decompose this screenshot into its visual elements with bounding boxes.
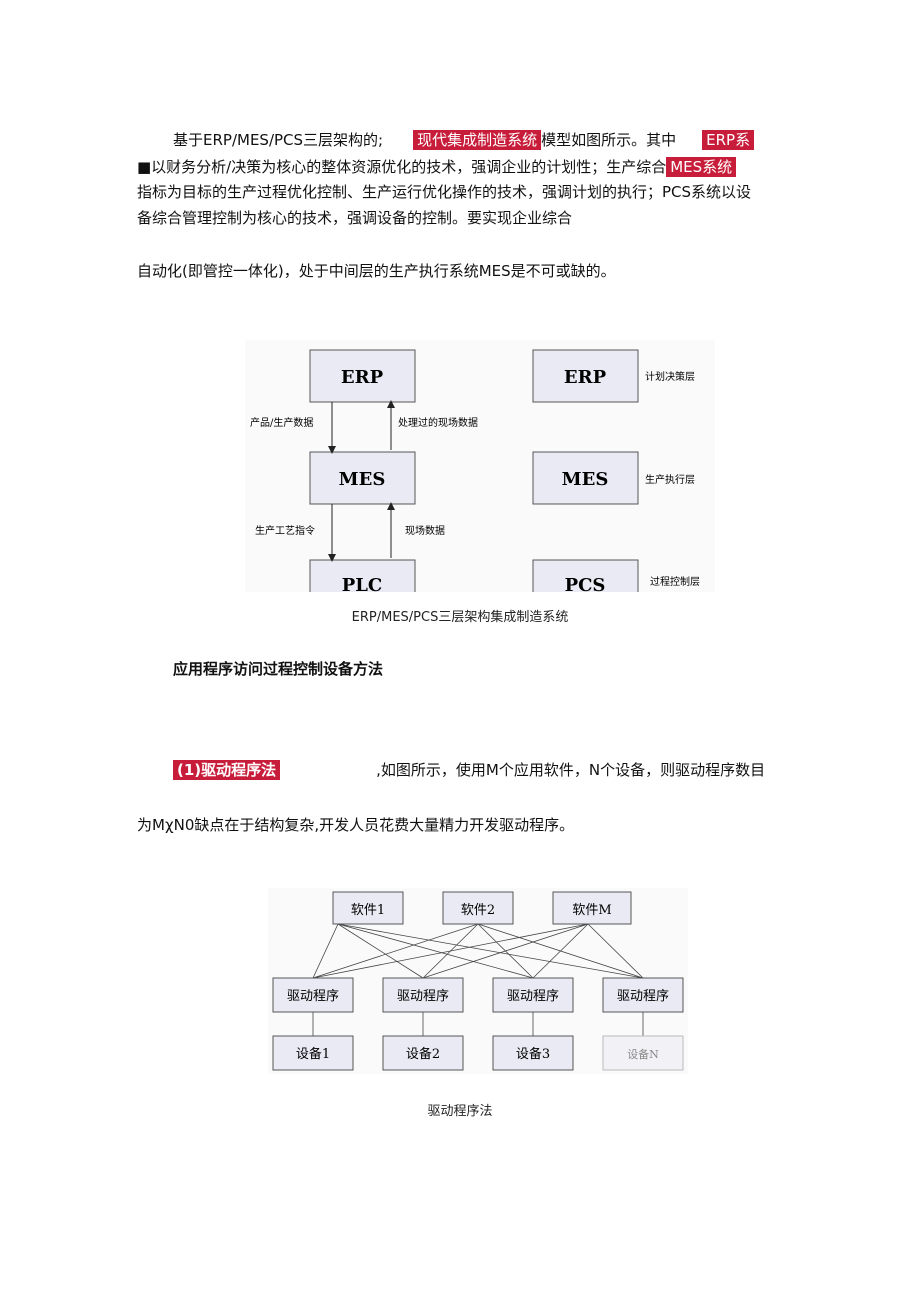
device-n-label: 设备N — [627, 1047, 659, 1061]
driver-2-label: 驱动程序 — [397, 989, 449, 1004]
box-software-1 — [332, 891, 404, 925]
layer-planning: 计划决策层 — [645, 370, 695, 383]
highlight-erp: ERP系 — [702, 130, 755, 150]
box-device-n — [602, 1035, 684, 1071]
box-pcs-right — [532, 559, 639, 592]
label-field-data: 现场数据 — [405, 524, 445, 537]
box-device-2 — [382, 1035, 464, 1071]
device-3-label: 设备3 — [516, 1046, 550, 1062]
highlight-driver-method: (1)驱动程序法 — [173, 760, 281, 780]
section-heading: 应用程序访问过程控制设备方法 — [173, 660, 384, 678]
box-device-1 — [272, 1035, 354, 1071]
para1-line3: 指标为目标的生产过程优化控制、生产运行优化操作的技术，强调计划的执行；PCS系统… — [137, 183, 752, 201]
box-mes-left-label: MES — [339, 469, 386, 490]
box-driver-1 — [272, 977, 354, 1013]
figure2-caption: 驱动程序法 — [427, 1104, 493, 1119]
box-erp-left-label: ERP — [341, 367, 384, 388]
figure-driver-method: 软件1 软件2 软件M 驱动程序 驱动程序 驱动程序 驱动程序 设备1 设备2 … — [268, 888, 688, 1074]
box-driver-4 — [602, 977, 684, 1013]
box-driver-3 — [492, 977, 574, 1013]
box-erp-left — [309, 349, 416, 403]
box-mes-left — [309, 451, 416, 505]
para2-line1: (1)驱动程序法 ,如图所示，使用M个应用软件，N个设备，则驱动程序数目 — [173, 760, 765, 780]
driver-4-label: 驱动程序 — [617, 989, 669, 1004]
layer-execution: 生产执行层 — [645, 473, 695, 486]
layer-process-control: 过程控制层 — [650, 575, 700, 588]
para1-line5: 自动化(即管控一体化)，处于中间层的生产执行系统MES是不可或缺的。 — [137, 262, 616, 280]
software-1-label: 软件1 — [351, 903, 385, 918]
box-erp-right-label: ERP — [564, 367, 607, 388]
box-software-2 — [442, 891, 514, 925]
device-2-label: 设备2 — [406, 1046, 440, 1062]
para1-line4: 备综合管理控制为核心的技术，强调设备的控制。要实现企业综合 — [137, 209, 573, 227]
box-erp-right — [532, 349, 639, 403]
figure1-caption: ERP/MES/PCS三层架构集成制造系统 — [351, 610, 569, 625]
software-m-label: 软件M — [572, 903, 611, 918]
box-software-m — [552, 891, 632, 925]
software-2-label: 软件2 — [461, 903, 495, 918]
para2-line2: 为MχN0缺点在于结构复杂,开发人员花费大量精力开发驱动程序。 — [137, 816, 575, 834]
box-plc-left-label: PLC — [342, 575, 383, 592]
label-processed-field-data: 处理过的现场数据 — [398, 416, 478, 429]
para2-text: ,如图所示，使用M个应用软件，N个设备，则驱动程序数目 — [376, 761, 766, 779]
box-plc-left — [309, 559, 416, 592]
para1-text: 基于ERP/MES/PCS三层架构的; — [173, 131, 384, 149]
figure-erp-mes-pcs: ERP MES PLC 产品/生产数据 处理过的现场数据 生产工艺指令 现场数据… — [245, 340, 715, 592]
label-product-data: 产品/生产数据 — [250, 416, 313, 429]
highlight-mes: MES系统 — [666, 157, 737, 177]
device-1-label: 设备1 — [296, 1046, 330, 1062]
box-device-3 — [492, 1035, 574, 1071]
box-mes-right — [532, 451, 639, 505]
para1-text: 模型如图所示。其中 — [541, 131, 677, 149]
para1-text: ■以财务分析/决策为核心的整体资源优化的技术，强调企业的计划性；生产综合 — [137, 158, 667, 176]
label-process-instructions: 生产工艺指令 — [255, 524, 315, 537]
box-mes-right-label: MES — [562, 469, 609, 490]
highlight-modern-ims: 现代集成制造系统 — [413, 130, 542, 150]
driver-1-label: 驱动程序 — [287, 989, 339, 1004]
para1-line1: 基于ERP/MES/PCS三层架构的; 现代集成制造系统模型如图所示。其中 ERP系 — [173, 130, 755, 150]
driver-3-label: 驱动程序 — [507, 989, 559, 1004]
box-driver-2 — [382, 977, 464, 1013]
box-pcs-right-label: PCS — [565, 575, 606, 592]
